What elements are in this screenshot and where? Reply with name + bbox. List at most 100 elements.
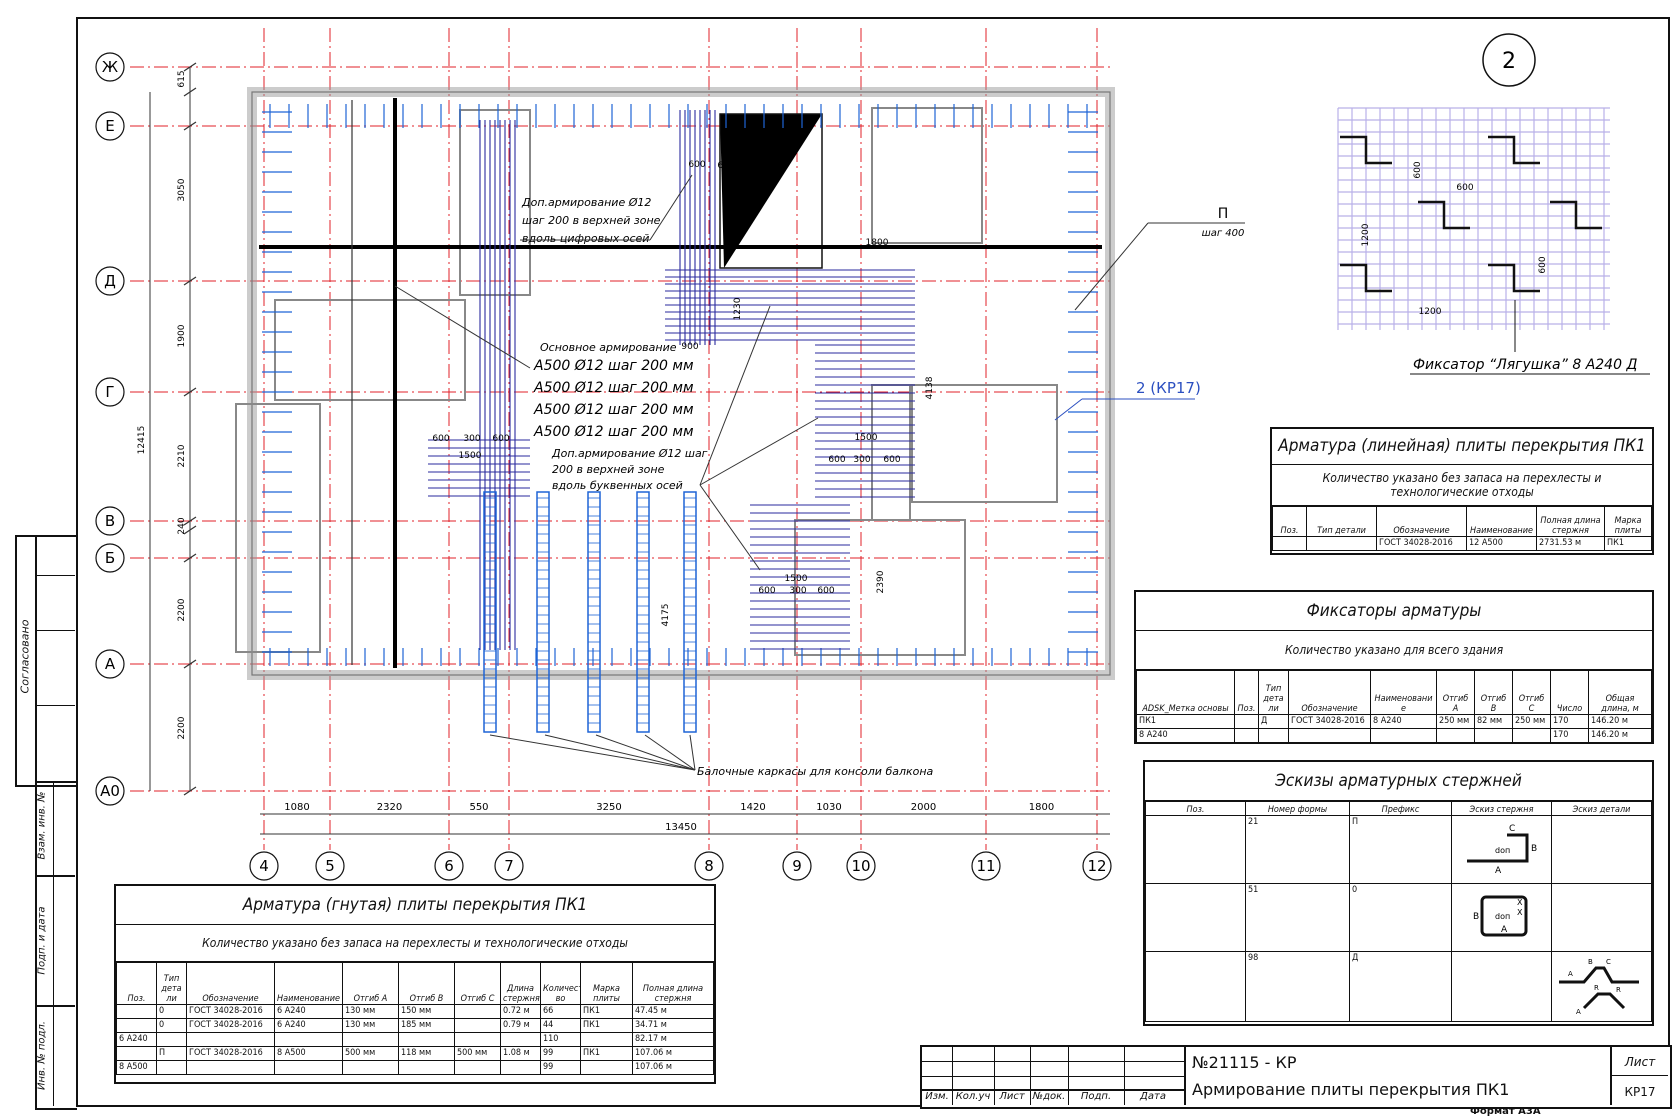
linear-rebar-table: Арматура (линейная) плиты перекрытия ПК1… [1270,427,1654,555]
axis-bubble [694,851,724,881]
dim-left-label: 240 [177,517,187,534]
sketch-label: A [1495,866,1502,876]
sketch-label: B [1531,844,1537,854]
fix-cell: 82 мм [1474,714,1513,729]
linear-cell: 12 A500 [1466,536,1537,551]
bent-cell: 34.71 м [632,1018,714,1033]
detail-number-bubble [1482,33,1536,87]
side-agreed-box [15,535,77,787]
side-sign-date: Подп. и дата [36,906,48,975]
leader-line [1074,222,1149,311]
bent-cell [186,1060,275,1075]
bent-cell: ГОСТ 34028-2016 [186,1018,275,1033]
fix-header: Тип дета ли [1258,670,1289,715]
bent-rebar-table: Арматура (гнутая) плиты перекрытия ПК1 К… [114,884,716,1084]
sketch-label: C [1606,958,1611,966]
sketch-label: R [1594,984,1599,992]
dim-tick [183,516,197,526]
bent-cell: ПК1 [580,1004,633,1019]
bent-cell: 44 [540,1018,581,1033]
p-label: П [1218,206,1229,222]
dim-inner-label: 1500 [785,574,808,584]
bent-cell: 500 мм [454,1046,501,1061]
dim-tick [183,387,197,397]
fix-header: Поз. [1234,670,1259,715]
dim-inner-label: 600 [828,455,845,465]
bent-cell [454,1004,501,1019]
sketch-cell: 21 [1245,815,1350,884]
bent-cell [454,1032,501,1047]
sketch-label: B [1473,912,1479,922]
axis-bubble [846,851,876,881]
fix-cell: Д [1258,714,1289,729]
bent-cell: 8 A500 [116,1060,157,1075]
shaft-opening [720,114,822,268]
balcony-frame [483,491,497,733]
note-main-title: Основное армирование [540,341,677,354]
balcony-frame [536,491,550,733]
linear-header: Полная длина стержня [1536,506,1605,537]
dim-inner-label: 600 [817,586,834,596]
dim-inner-label: 300 [853,455,870,465]
fix-cell: 250 мм [1512,714,1551,729]
linear-cell [1306,536,1377,551]
note-letter-line: 200 в верхней зоне [552,463,665,476]
bent-cell [274,1060,343,1075]
sketch-cell: 0 [1349,883,1452,952]
bent-cell [580,1060,633,1075]
p-step: шаг 400 [1202,228,1245,239]
stamp-col-label: №док. [1032,1091,1066,1102]
dim-inner-label: 600 [492,434,509,444]
bent-header: Полная длина стержня [632,962,714,1005]
dim-total-label: 13450 [665,822,697,833]
sheet-frame [76,17,1670,1107]
note-letter-line: вдоль буквенных осей [552,479,683,492]
bent-header: Наименование [274,962,343,1005]
dim-inner-label: 2390 [876,570,886,593]
dim-inner-label: 600 [688,160,705,170]
sketch-label: A [1568,970,1573,978]
dim-left-label: 12415 [137,426,147,455]
frog-fixator [1488,263,1540,293]
sketch-label: C [1509,824,1515,834]
dim-bottom-label: 2000 [911,802,936,813]
sketch-label: A [1501,925,1508,935]
dim-bottom-label: 1420 [740,802,765,813]
stamp-col-label: Лист [999,1091,1025,1102]
bent-cell: 47.45 м [632,1004,714,1019]
bent-cell [116,1004,157,1019]
dim-inner-label: 1500 [459,451,482,461]
fix-cell [1436,728,1475,743]
bent-cell [342,1032,399,1047]
bent-cell: П [156,1046,187,1061]
sketch-label: X [1517,898,1523,907]
axis-letter-label: А [105,655,116,673]
leader-line [699,305,771,486]
axis-letter-label: А0 [100,782,120,800]
bent-cell: 130 мм [342,1004,399,1019]
leader-line [1054,398,1083,421]
sketch-header: Эскиз стержня [1451,801,1552,816]
stamp-col-label: Подп. [1080,1091,1112,1102]
dim-tick [183,659,197,669]
bent-header: Длина стержня [500,962,541,1005]
axis-bubble [95,266,125,296]
bent-cell [454,1018,501,1033]
sketch-label: dоп [1495,912,1510,921]
linear-table-title: Арматура (линейная) плиты перекрытия ПК1 [1272,429,1652,465]
fix-header: Общая длина, м [1588,670,1652,715]
detail-dim-label: 600 [1456,183,1473,193]
note-top-line: вдоль цифровых осей [522,232,649,245]
dim-left-label: 615 [177,70,187,87]
bent-cell: ПК1 [580,1018,633,1033]
fix-header: Обозначение [1288,670,1371,715]
dim-bottom-label: 1030 [816,802,841,813]
axis-bubble [95,52,125,82]
dim-tick [183,87,197,97]
